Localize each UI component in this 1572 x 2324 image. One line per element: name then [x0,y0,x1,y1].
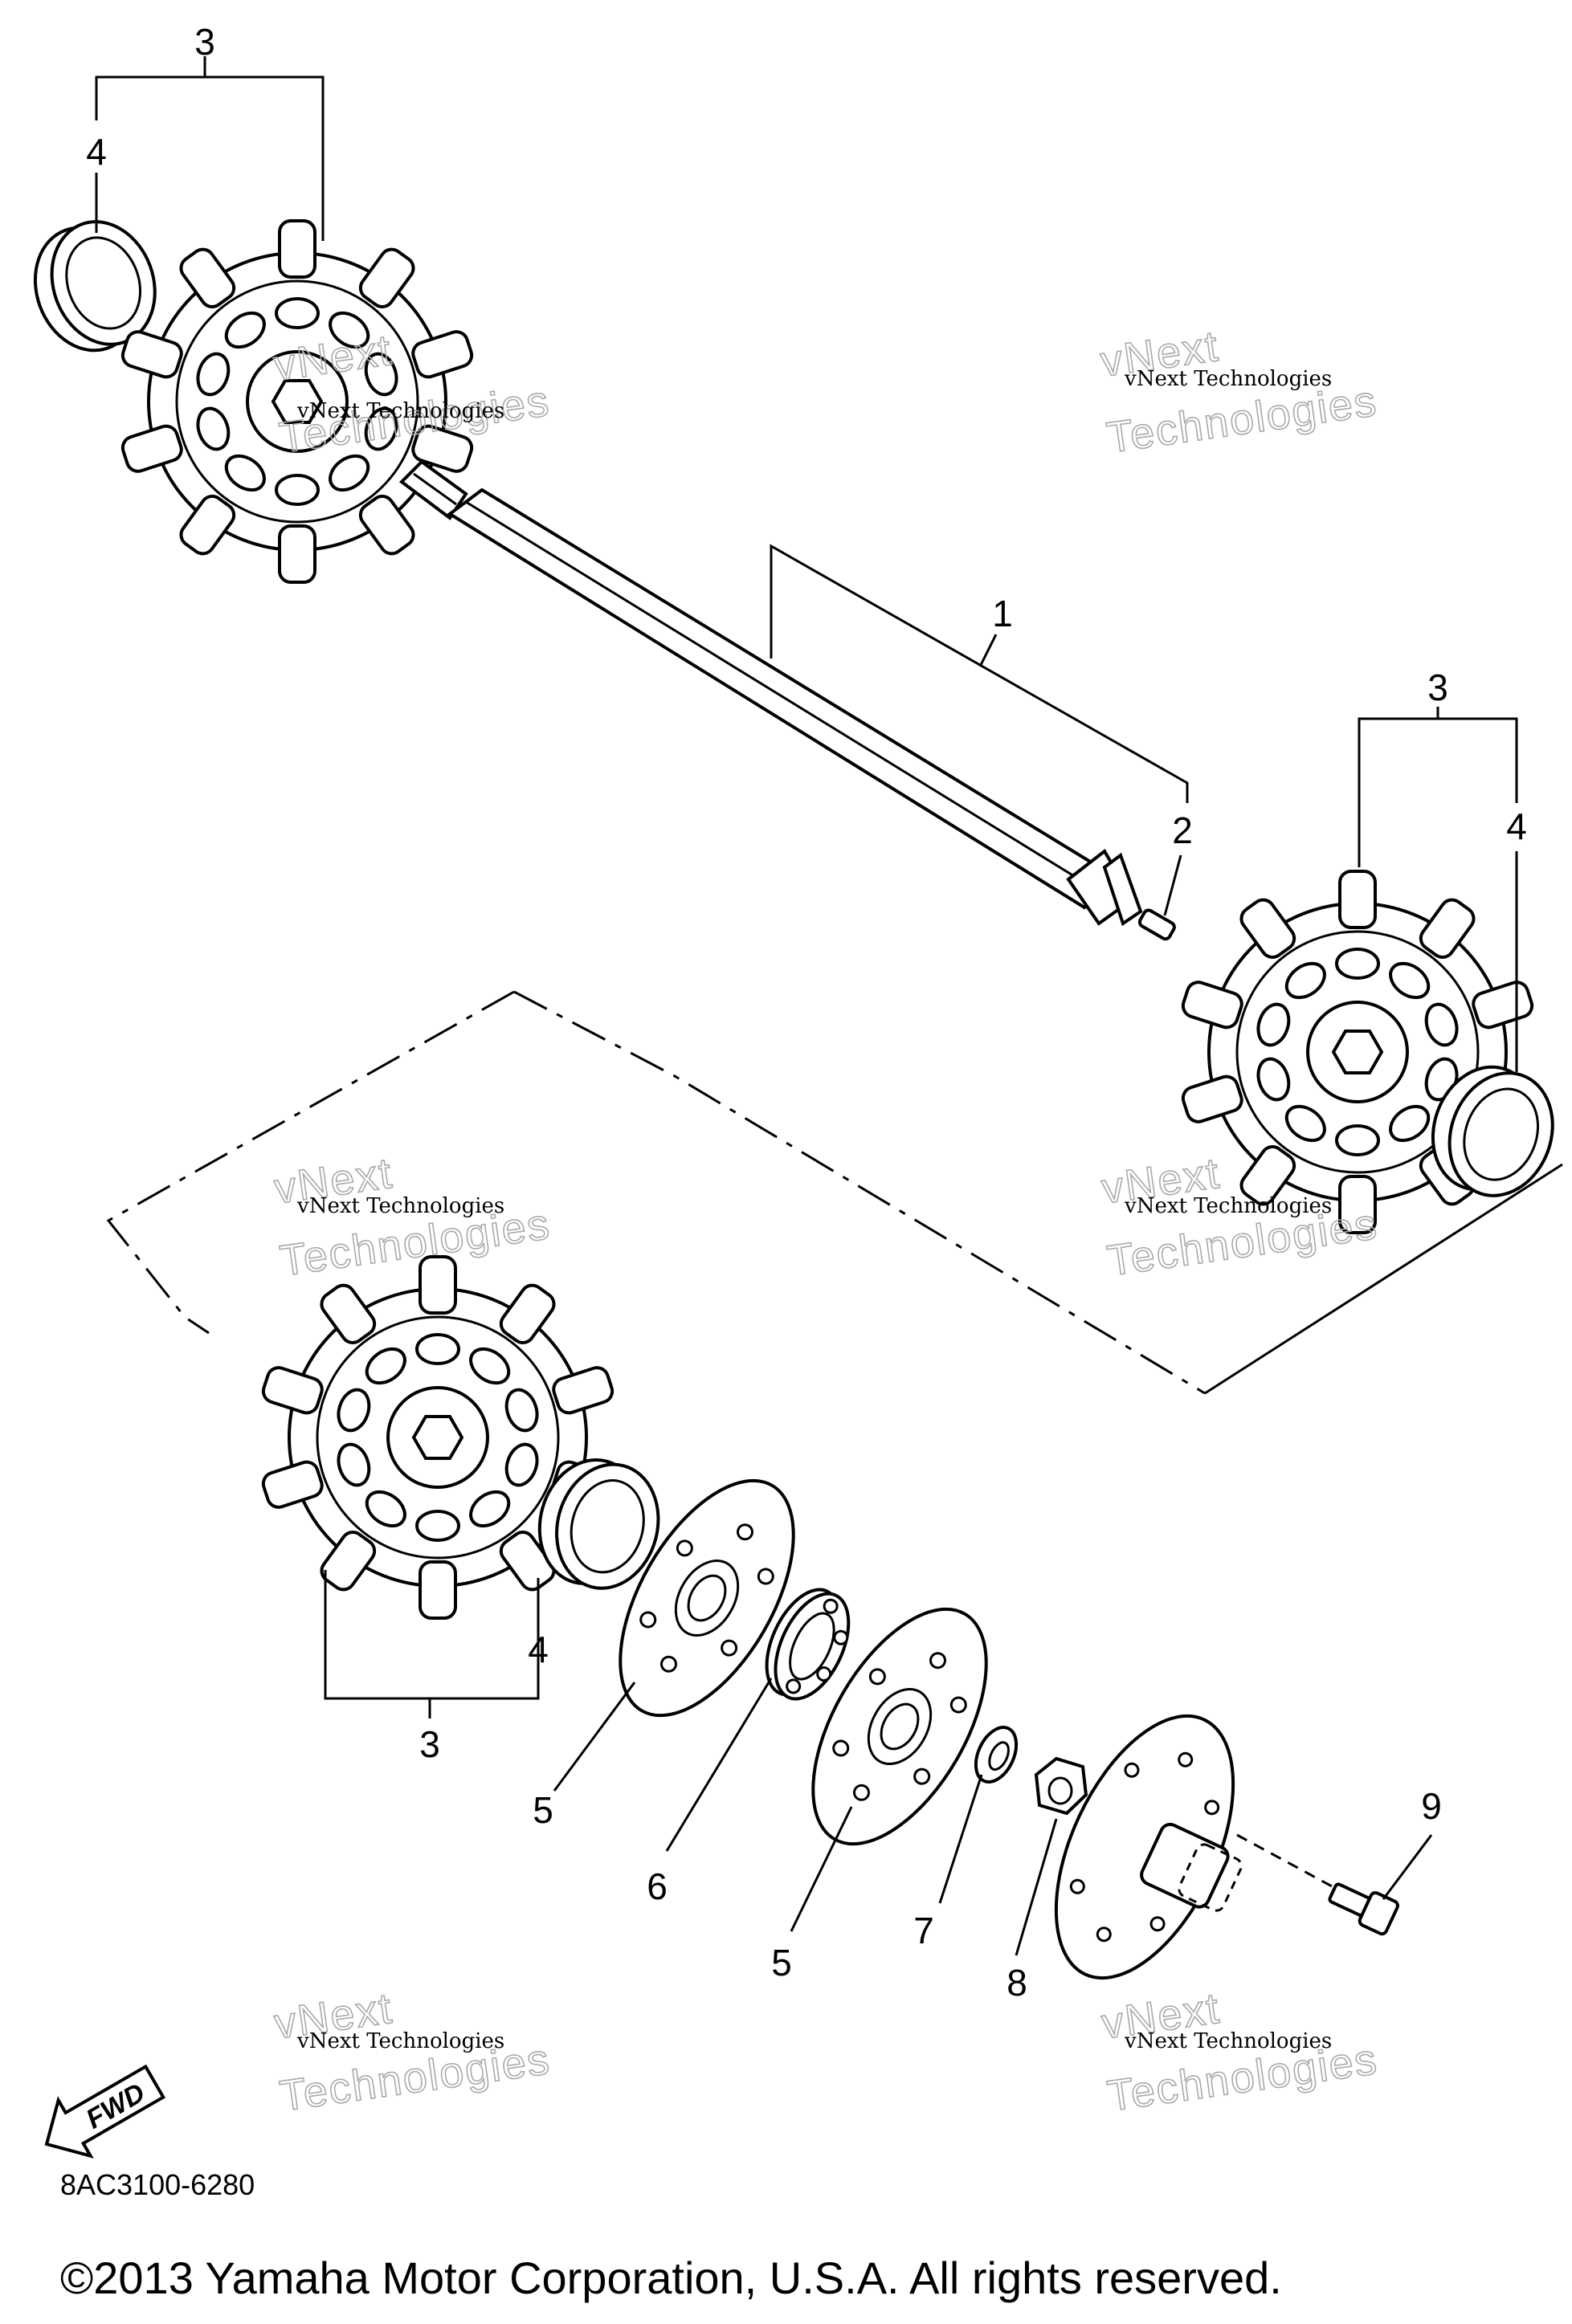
callout-9: 9 [1421,1785,1442,1827]
callout-3: 3 [419,1723,440,1765]
callout-3: 3 [194,21,215,63]
assembly-outline [106,990,1563,1395]
callout-4: 4 [1506,805,1527,847]
svg-text:vNext Technologies: vNext Technologies [1124,367,1332,391]
washer [974,1726,1019,1784]
watermark: vNext Technologies vNext Technologies [1097,321,1382,463]
callout-8: 8 [1006,1962,1027,2004]
shaft-plug [1137,908,1176,941]
svg-text:vNext Technologies: vNext Technologies [1124,2029,1332,2053]
callout-5: 5 [533,1789,553,1831]
watermark: vNext Technologies vNext Technologies [1098,1984,1382,2122]
callout-labels: 3 4 1 2 3 4 4 3 5 6 5 7 8 9 [86,21,1527,2004]
fwd-arrow-icon: FWD [44,2064,166,2159]
flange-hub [1054,1714,1243,1980]
callout-7: 7 [913,1910,934,1951]
callout-5: 5 [771,1942,792,1984]
callout-2: 2 [1172,809,1193,851]
callout-1: 1 [992,593,1013,634]
retainer-plate-b [811,1607,988,1846]
bolt [1328,1882,1399,1936]
callout-3: 3 [1427,667,1448,708]
diagram-code: 8AC3100-6280 [60,2168,255,2201]
watermark: vNext Technologies vNext Technologies [271,1148,554,1286]
watermark: vNext Technologies vNext Technologies [271,1984,554,2122]
callout-6: 6 [647,1865,668,1907]
svg-text:vNext Technologies: vNext Technologies [1124,1194,1332,1218]
svg-text:vNext Technologies: vNext Technologies [296,1194,504,1218]
callout-4: 4 [86,131,107,173]
drive-shaft [398,459,1143,927]
leader-lines [95,56,1518,1956]
nut [1034,1756,1088,1816]
callout-4: 4 [528,1629,549,1670]
svg-text:vNext Technologies: vNext Technologies [296,2029,504,2053]
svg-text:vNext Technologies: vNext Technologies [296,399,504,423]
copyright: ©2013 Yamaha Motor Corporation, U.S.A. A… [60,2253,1282,2303]
retainer-plate-a [619,1478,795,1718]
ball-bearing [765,1588,851,1701]
